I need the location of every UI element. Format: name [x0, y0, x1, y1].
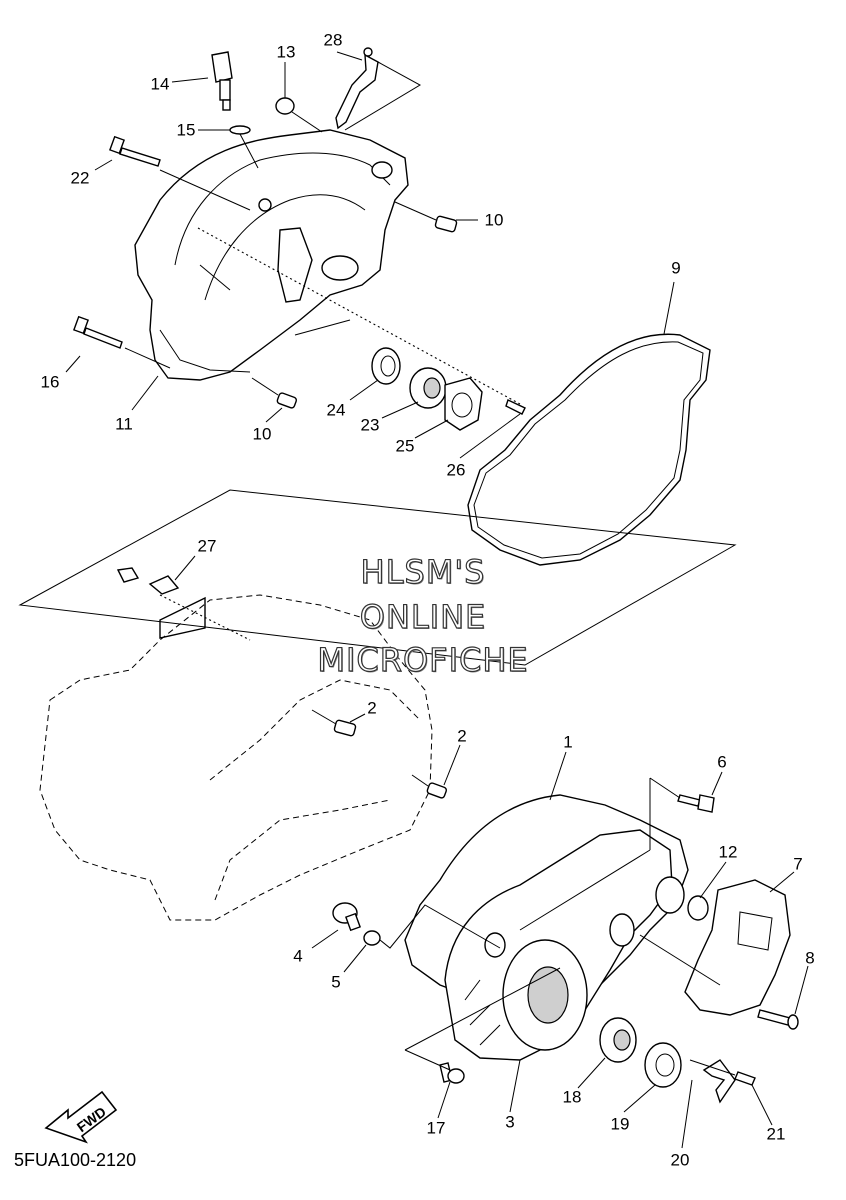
seal-13: [275, 97, 295, 115]
dowel-pin-10a: [434, 215, 458, 233]
callout-2a: 2: [367, 698, 377, 718]
gasket-9: [467, 333, 711, 566]
callout-19: 19: [610, 1114, 630, 1134]
callout-10b: 10: [252, 424, 272, 444]
bolt-27: [116, 567, 180, 595]
callout-13: 13: [276, 42, 296, 62]
screw-26: [505, 399, 526, 415]
crankcase-cover-lower: [444, 829, 685, 1061]
callout-26: 26: [446, 460, 466, 480]
callout-15: 15: [176, 120, 196, 140]
bracket-28: [335, 47, 422, 131]
callout-21: 21: [766, 1124, 786, 1144]
o-ring: [229, 125, 251, 135]
callout-24: 24: [326, 400, 346, 420]
watermark-line-3: MICROFICHE: [317, 640, 529, 679]
callout-27: 27: [197, 536, 217, 556]
callout-3: 3: [505, 1112, 515, 1132]
bearing-23: [409, 367, 447, 409]
bracket-20: [702, 1059, 736, 1104]
callout-4: 4: [293, 946, 303, 966]
bearing-18: [599, 1017, 637, 1063]
crankcase-cover-upper: [134, 129, 409, 381]
callout-17: 17: [426, 1118, 446, 1138]
callout-14: 14: [150, 74, 170, 94]
screw-21: [734, 1071, 756, 1086]
watermark-line-2: ONLINE: [359, 597, 487, 636]
seal-12: [687, 895, 709, 921]
callout-2b: 2: [457, 726, 467, 746]
callout-22: 22: [70, 168, 90, 188]
callout-9: 9: [671, 258, 681, 278]
callout-20: 20: [670, 1150, 690, 1170]
dowel-pin-2a: [333, 719, 357, 737]
callout-18: 18: [562, 1087, 582, 1107]
callout-7: 7: [793, 854, 803, 874]
callout-1: 1: [563, 732, 573, 752]
callout-25: 25: [395, 436, 415, 456]
bolt-22: [109, 135, 161, 167]
callout-5: 5: [331, 972, 341, 992]
oil-seal-24: [371, 347, 401, 385]
bolt-8: [757, 1009, 791, 1026]
o-ring-5: [363, 930, 381, 946]
bolt-16: [73, 315, 123, 349]
callout-28: 28: [323, 30, 343, 50]
dowel-pin-10b: [276, 392, 298, 409]
callout-11: 11: [115, 414, 133, 434]
bolt-6: [677, 794, 715, 813]
callout-16: 16: [40, 372, 60, 392]
plate-25: [444, 377, 483, 431]
callout-23: 23: [360, 415, 380, 435]
leader-lines: [65, 51, 809, 1149]
callout-6: 6: [717, 752, 727, 772]
drain-plug-4: [332, 902, 361, 932]
callout-8: 8: [805, 948, 815, 968]
callout-12: 12: [718, 842, 738, 862]
oil-filler-plug: [211, 51, 233, 111]
diagram-code: 5FUA100-2120: [14, 1150, 137, 1170]
callout-10a: 10: [484, 210, 504, 230]
bolt-17: [439, 1062, 465, 1084]
fwd-arrow-icon: FWD: [42, 1088, 122, 1155]
oil-seal-19: [644, 1042, 682, 1088]
engine-outline: [39, 594, 433, 921]
dowel-pin-2b: [426, 782, 448, 799]
sprocket-cover-7: [684, 879, 791, 1016]
watermark-line-1: HLSM'S: [360, 552, 486, 591]
